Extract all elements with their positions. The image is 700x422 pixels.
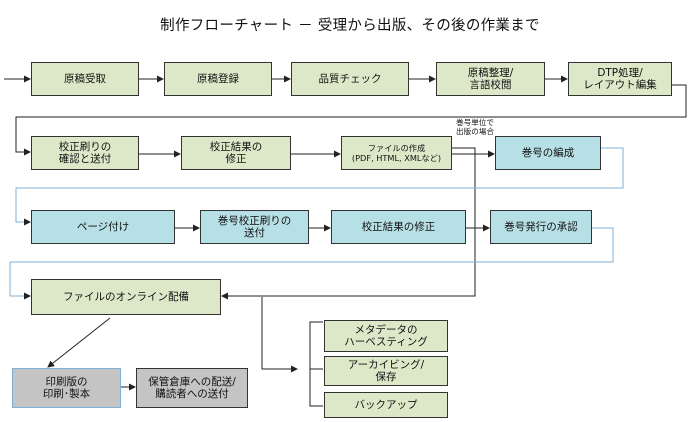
- node-online-haibi: ファイルのオンライン配備: [31, 279, 221, 315]
- arrow-online-to-print: [47, 317, 111, 368]
- node-backup: バックアップ: [324, 392, 448, 418]
- bracket-post-publication: [309, 321, 323, 407]
- node-kousei-kekka-2: 校正結果の修正: [331, 210, 466, 244]
- node-genkou-juryo: 原稿受取: [31, 62, 139, 96]
- node-archiving: アーカイビング/ 保存: [324, 356, 448, 386]
- arrow-dtp-to-proof: [15, 84, 687, 156]
- node-page-tsuke: ページ付け: [31, 210, 175, 244]
- node-kangou-hensei: 巻号の編成: [495, 136, 601, 170]
- annotation-volume-publish: 巻号単位で 出版の場合: [456, 118, 494, 136]
- node-metadata: メタデータの ハーベスティング: [324, 320, 448, 352]
- node-kangou-kousei: 巻号校正刷りの 送付: [200, 210, 309, 244]
- arrow-approve-to-online: [9, 227, 614, 300]
- node-hinshitsu-check: 品質チェック: [291, 62, 409, 96]
- node-genkou-touroku: 原稿登録: [164, 62, 272, 96]
- arrow-file-to-online: [221, 147, 476, 300]
- node-kousei-kakunin: 校正刷りの 確認と送付: [31, 136, 139, 170]
- node-kangou-shounin: 巻号発行の承認: [490, 210, 592, 244]
- node-file-sakusei: ファイルの作成 (PDF, HTML, XMLなど): [341, 136, 452, 170]
- page-title: 制作フローチャート － 受理から出版、その後の作業まで: [160, 18, 540, 34]
- node-genkou-seiri: 原稿整理/ 言語校閲: [436, 62, 545, 96]
- node-insatsu: 印刷版の 印刷･製本: [12, 368, 121, 408]
- node-dtp: DTP処理/ レイアウト編集: [568, 62, 672, 96]
- node-kousei-kekka-1: 校正結果の 修正: [181, 136, 291, 170]
- arrow-online-to-archive: [261, 297, 298, 373]
- arrow-volume-to-page: [15, 147, 624, 226]
- node-haisou: 保管倉庫への配送/ 購読者への送付: [136, 368, 248, 408]
